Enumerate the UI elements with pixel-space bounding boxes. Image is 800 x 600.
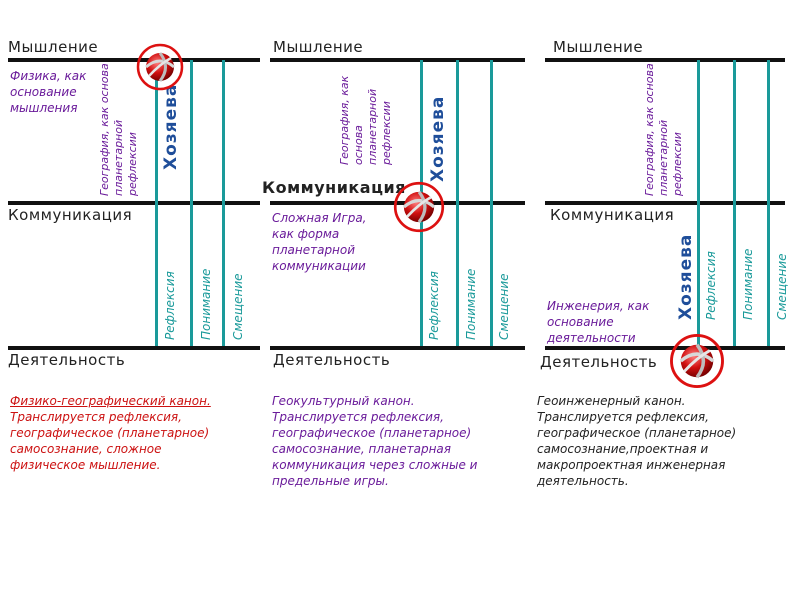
vertical-understanding-line <box>456 60 459 346</box>
activity-line <box>8 346 260 350</box>
layer-label-thinking: Мышление <box>8 38 99 56</box>
red-sphere-marker-icon <box>135 42 185 92</box>
understanding-label: Понимание <box>199 268 213 340</box>
activity-line <box>545 346 785 350</box>
thinking-line <box>545 58 785 62</box>
geography-rotated-note: География, как основа планетарной рефлек… <box>338 75 393 165</box>
vertical-shift-line <box>767 60 770 346</box>
communication-line <box>545 201 785 205</box>
physics-note: Физика, как основание мышления <box>10 69 87 115</box>
layer-label-thinking: Мышление <box>553 38 644 56</box>
layer-label-activity: Деятельность <box>273 351 391 369</box>
vertical-understanding-line <box>190 60 193 346</box>
reflection-label: Рефлексия <box>704 251 718 320</box>
layer-label-thinking: Мышление <box>273 38 364 56</box>
canon-description: Геокультурный канон. Транслируется рефле… <box>272 394 478 488</box>
vertical-reflection-line <box>697 60 700 346</box>
vertical-shift-line <box>490 60 493 346</box>
layer-label-activity: Деятельность <box>8 351 126 369</box>
shift-label: Смещение <box>775 253 789 320</box>
thinking-line <box>270 58 525 62</box>
canon-description: Геоинженерный канон. Транслируется рефле… <box>537 394 737 488</box>
engineering-note: Инженерия, как основание деятельности <box>547 299 650 345</box>
reflection-label: Рефлексия <box>163 271 177 340</box>
red-sphere-marker-icon <box>668 332 726 390</box>
host-label: Хозяева <box>428 95 448 182</box>
host-label: Хозяева <box>161 83 181 170</box>
geography-rotated-note: География, как основа планетарной рефлек… <box>98 63 139 196</box>
shift-label: Смещение <box>497 273 511 340</box>
understanding-label: Понимание <box>741 248 755 320</box>
communication-line <box>8 201 260 205</box>
thinking-line <box>8 58 260 62</box>
red-sphere-marker-icon <box>392 180 446 234</box>
communication-line <box>270 201 525 205</box>
vertical-understanding-line <box>733 60 736 346</box>
host-label: Хозяева <box>676 233 696 320</box>
shift-label: Смещение <box>231 273 245 340</box>
layer-label-communication: Коммуникация <box>262 178 406 197</box>
geography-rotated-note: География, как основа планетарной рефлек… <box>643 63 684 196</box>
canon-description: Физико-географический канон. Транслирует… <box>10 394 211 472</box>
reflection-label: Рефлексия <box>427 271 441 340</box>
layer-label-communication: Коммуникация <box>550 206 675 224</box>
understanding-label: Понимание <box>464 268 478 340</box>
activity-line <box>270 346 525 350</box>
complex-game-note: Сложная Игра, как форма планетарной комм… <box>272 211 367 273</box>
vertical-shift-line <box>222 60 225 346</box>
vertical-reflection-line <box>155 60 158 346</box>
layer-label-communication: Коммуникация <box>8 206 133 224</box>
layer-label-activity: Деятельность <box>540 353 658 371</box>
